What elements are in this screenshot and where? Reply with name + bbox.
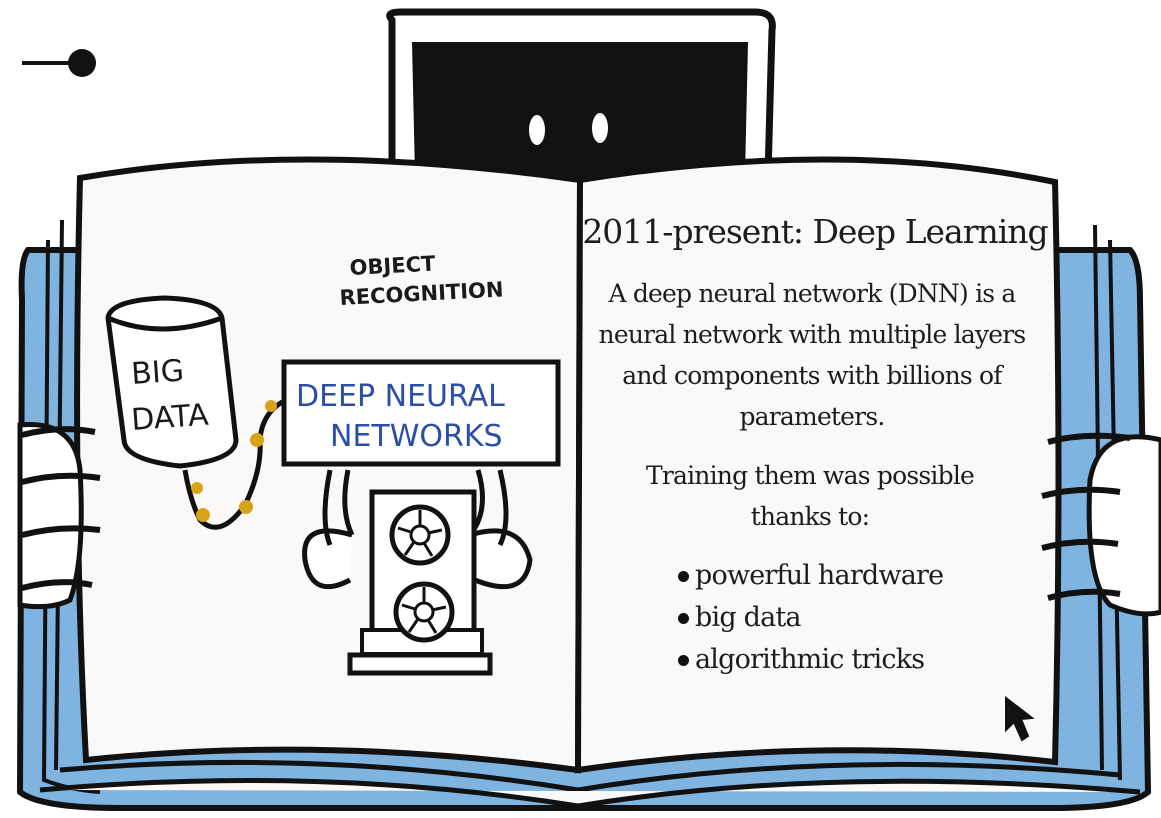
left-hand (17, 422, 101, 610)
bullet-icon (678, 571, 689, 582)
mouse-cursor-icon (1005, 695, 1035, 742)
list-item: algorithmic tricks (678, 639, 1060, 681)
right-hand (1041, 432, 1161, 617)
timeline-dot-icon (22, 49, 96, 77)
bullet-icon (678, 655, 689, 666)
database-label-line1: BIG (130, 353, 185, 392)
dnn-sign-line2: NETWORKS (330, 419, 503, 454)
bullet-text: algorithmic tricks (695, 644, 925, 675)
bullet-list: powerful hardware big data algorithmic t… (560, 555, 1060, 681)
object-caption-line1: OBJECT (349, 252, 437, 280)
right-page (574, 156, 1062, 774)
training-intro: Training them was possible thanks to: (645, 461, 975, 531)
dnn-sign (281, 359, 561, 467)
gpu-fan-icon (393, 581, 455, 643)
database-icon (105, 295, 239, 469)
database-label-line2: DATA (130, 398, 210, 438)
dnn-sign-line1: DEEP NEURAL (296, 379, 505, 414)
bullet-text: big data (695, 602, 802, 633)
list-item: big data (678, 597, 1060, 639)
right-page-text: 2011-present: Deep Learning A deep neura… (560, 212, 1060, 681)
gpu-machine (302, 469, 533, 676)
page-title: 2011-present: Deep Learning (582, 212, 1048, 251)
list-item: powerful hardware (678, 555, 1060, 597)
dnn-definition: A deep neural network (DNN) is a neural … (598, 279, 1027, 431)
bullet-text: powerful hardware (695, 560, 944, 591)
gpu-fan-icon (389, 504, 451, 566)
bullet-icon (678, 613, 689, 624)
data-cable (182, 395, 292, 530)
robot-head-icon (386, 8, 776, 179)
